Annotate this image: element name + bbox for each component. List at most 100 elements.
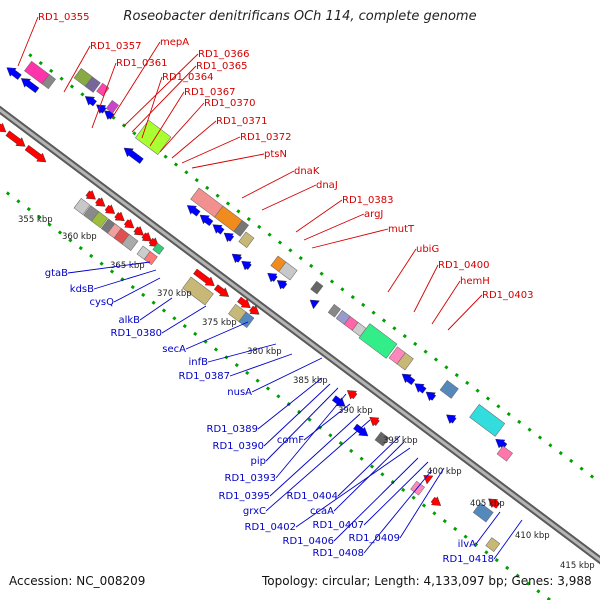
top-gene-label: ptsN bbox=[264, 149, 287, 160]
top-gene-label-leader bbox=[241, 170, 295, 199]
kbp-tick-label: 370 kbp bbox=[157, 289, 192, 299]
top-gene-label-leader bbox=[111, 41, 161, 119]
top-gene-label: hemH bbox=[460, 276, 490, 287]
forward-gene-arrow bbox=[193, 268, 215, 287]
forward-gene-arrow bbox=[95, 197, 106, 207]
bottom-gene-label: secA bbox=[162, 344, 186, 355]
reverse-gene-arrow bbox=[20, 78, 40, 94]
gene-box bbox=[358, 323, 398, 359]
top-gene-label-leader bbox=[17, 16, 39, 67]
forward-gene-arrow bbox=[430, 496, 442, 506]
gene-box bbox=[73, 198, 91, 215]
bottom-gene-label: kdsB bbox=[70, 284, 94, 295]
upper-dotted-track bbox=[0, 185, 553, 600]
reverse-gene-arrow bbox=[123, 147, 144, 164]
bottom-gene-label-leader bbox=[363, 469, 433, 554]
bottom-gene-label-leader bbox=[67, 261, 151, 274]
bottom-gene-label-leader bbox=[251, 357, 323, 393]
top-gene-label-leader bbox=[303, 213, 365, 241]
top-gene-label-leader bbox=[261, 184, 317, 211]
reverse-gene-arrow bbox=[267, 272, 278, 283]
bottom-gene-label: RD1_0390 bbox=[213, 441, 264, 452]
top-gene-label-leader bbox=[91, 62, 117, 129]
forward-gene-arrow bbox=[114, 211, 125, 222]
bottom-gene-label: gtaB bbox=[45, 268, 68, 279]
gene-box bbox=[41, 74, 56, 90]
forward-gene-arrow bbox=[24, 144, 47, 163]
bottom-gene-label-leader bbox=[257, 377, 323, 430]
reverse-gene-arrow bbox=[414, 383, 427, 394]
bottom-gene-label: nusA bbox=[227, 387, 252, 398]
gene-box bbox=[105, 100, 119, 114]
bottom-gene-label: RD1_0404 bbox=[287, 491, 338, 502]
top-gene-label: mepA bbox=[160, 37, 189, 48]
kbp-tick-label: 400 kbp bbox=[427, 467, 462, 477]
bottom-gene-label-leader bbox=[139, 297, 173, 321]
bottom-gene-label: RD1_0409 bbox=[349, 533, 400, 544]
bottom-gene-label: RD1_0418 bbox=[443, 554, 494, 565]
topology-text: Topology: circular; Length: 4,133,097 bp… bbox=[262, 574, 592, 588]
top-gene-label-leader bbox=[191, 153, 265, 169]
forward-gene-arrow bbox=[213, 284, 230, 297]
top-gene-label-leader bbox=[387, 248, 417, 293]
bottom-gene-label: RD1_0402 bbox=[245, 522, 296, 533]
forward-gene-arrow bbox=[123, 218, 135, 229]
gene-box bbox=[310, 280, 324, 295]
gene-box bbox=[278, 261, 298, 281]
bottom-gene-label: RD1_0393 bbox=[225, 473, 276, 484]
bottom-gene-label: alkB bbox=[118, 315, 140, 326]
bottom-gene-label: ilvA bbox=[458, 539, 476, 550]
bottom-gene-label-leader bbox=[185, 321, 249, 350]
gene-box bbox=[469, 404, 506, 437]
bottom-gene-label-leader bbox=[399, 467, 445, 539]
gene-box bbox=[121, 234, 139, 251]
kbp-tick-label: 405 kbp bbox=[470, 499, 505, 509]
kbp-tick-label: 385 kbp bbox=[293, 376, 328, 386]
gene-box bbox=[485, 537, 501, 552]
reverse-gene-arrow bbox=[231, 253, 243, 264]
bottom-gene-label-leader bbox=[113, 277, 161, 303]
forward-gene-arrow bbox=[5, 130, 26, 147]
bottom-gene-label-leader bbox=[269, 413, 361, 497]
forward-gene-arrow bbox=[237, 296, 251, 309]
reverse-gene-arrow bbox=[488, 498, 501, 509]
kbp-tick-label: 390 kbp bbox=[338, 406, 373, 416]
bottom-gene-label-leader bbox=[229, 353, 293, 377]
gene-features bbox=[0, 60, 513, 552]
reverse-gene-arrow bbox=[369, 416, 380, 427]
kbp-tick-label: 365 kbp bbox=[110, 261, 145, 271]
bottom-gene-label-leader bbox=[265, 387, 339, 462]
bottom-gene-label-leader bbox=[93, 269, 157, 290]
kbp-tick-label: 355 kbp bbox=[18, 215, 53, 225]
top-gene-label-leader bbox=[447, 294, 483, 331]
forward-gene-arrow bbox=[133, 225, 144, 236]
accession-text: Accession: NC_008209 bbox=[9, 574, 146, 588]
bottom-gene-label-leader bbox=[337, 435, 401, 497]
reverse-gene-arrow bbox=[96, 104, 107, 115]
top-gene-label: RD1_0367 bbox=[184, 87, 235, 98]
reverse-gene-arrow bbox=[446, 414, 457, 425]
top-gene-label-leader bbox=[63, 45, 91, 93]
bottom-gene-label: comF bbox=[277, 435, 304, 446]
bottom-gene-label-leader bbox=[275, 393, 347, 479]
bottom-gene-label: RD1_0380 bbox=[111, 328, 162, 339]
top-gene-label: RD1_0400 bbox=[438, 260, 489, 271]
top-gene-label: argJ bbox=[364, 209, 383, 220]
top-gene-label-leader bbox=[431, 280, 461, 325]
top-gene-label: dnaJ bbox=[316, 180, 338, 191]
top-gene-label-leader bbox=[131, 65, 197, 133]
reverse-gene-arrow bbox=[276, 280, 288, 290]
kbp-tick-label: 410 kbp bbox=[515, 531, 550, 541]
bottom-gene-label-leader bbox=[207, 343, 277, 363]
gene-box bbox=[472, 502, 494, 523]
bottom-gene-label-leader bbox=[493, 519, 523, 560]
gene-box bbox=[374, 431, 390, 447]
reverse-gene-arrow bbox=[223, 232, 235, 243]
top-gene-label: RD1_0370 bbox=[204, 98, 255, 109]
top-gene-label-leader bbox=[413, 264, 439, 313]
forward-gene-arrow bbox=[141, 231, 152, 242]
bottom-gene-label: pip bbox=[251, 456, 266, 467]
